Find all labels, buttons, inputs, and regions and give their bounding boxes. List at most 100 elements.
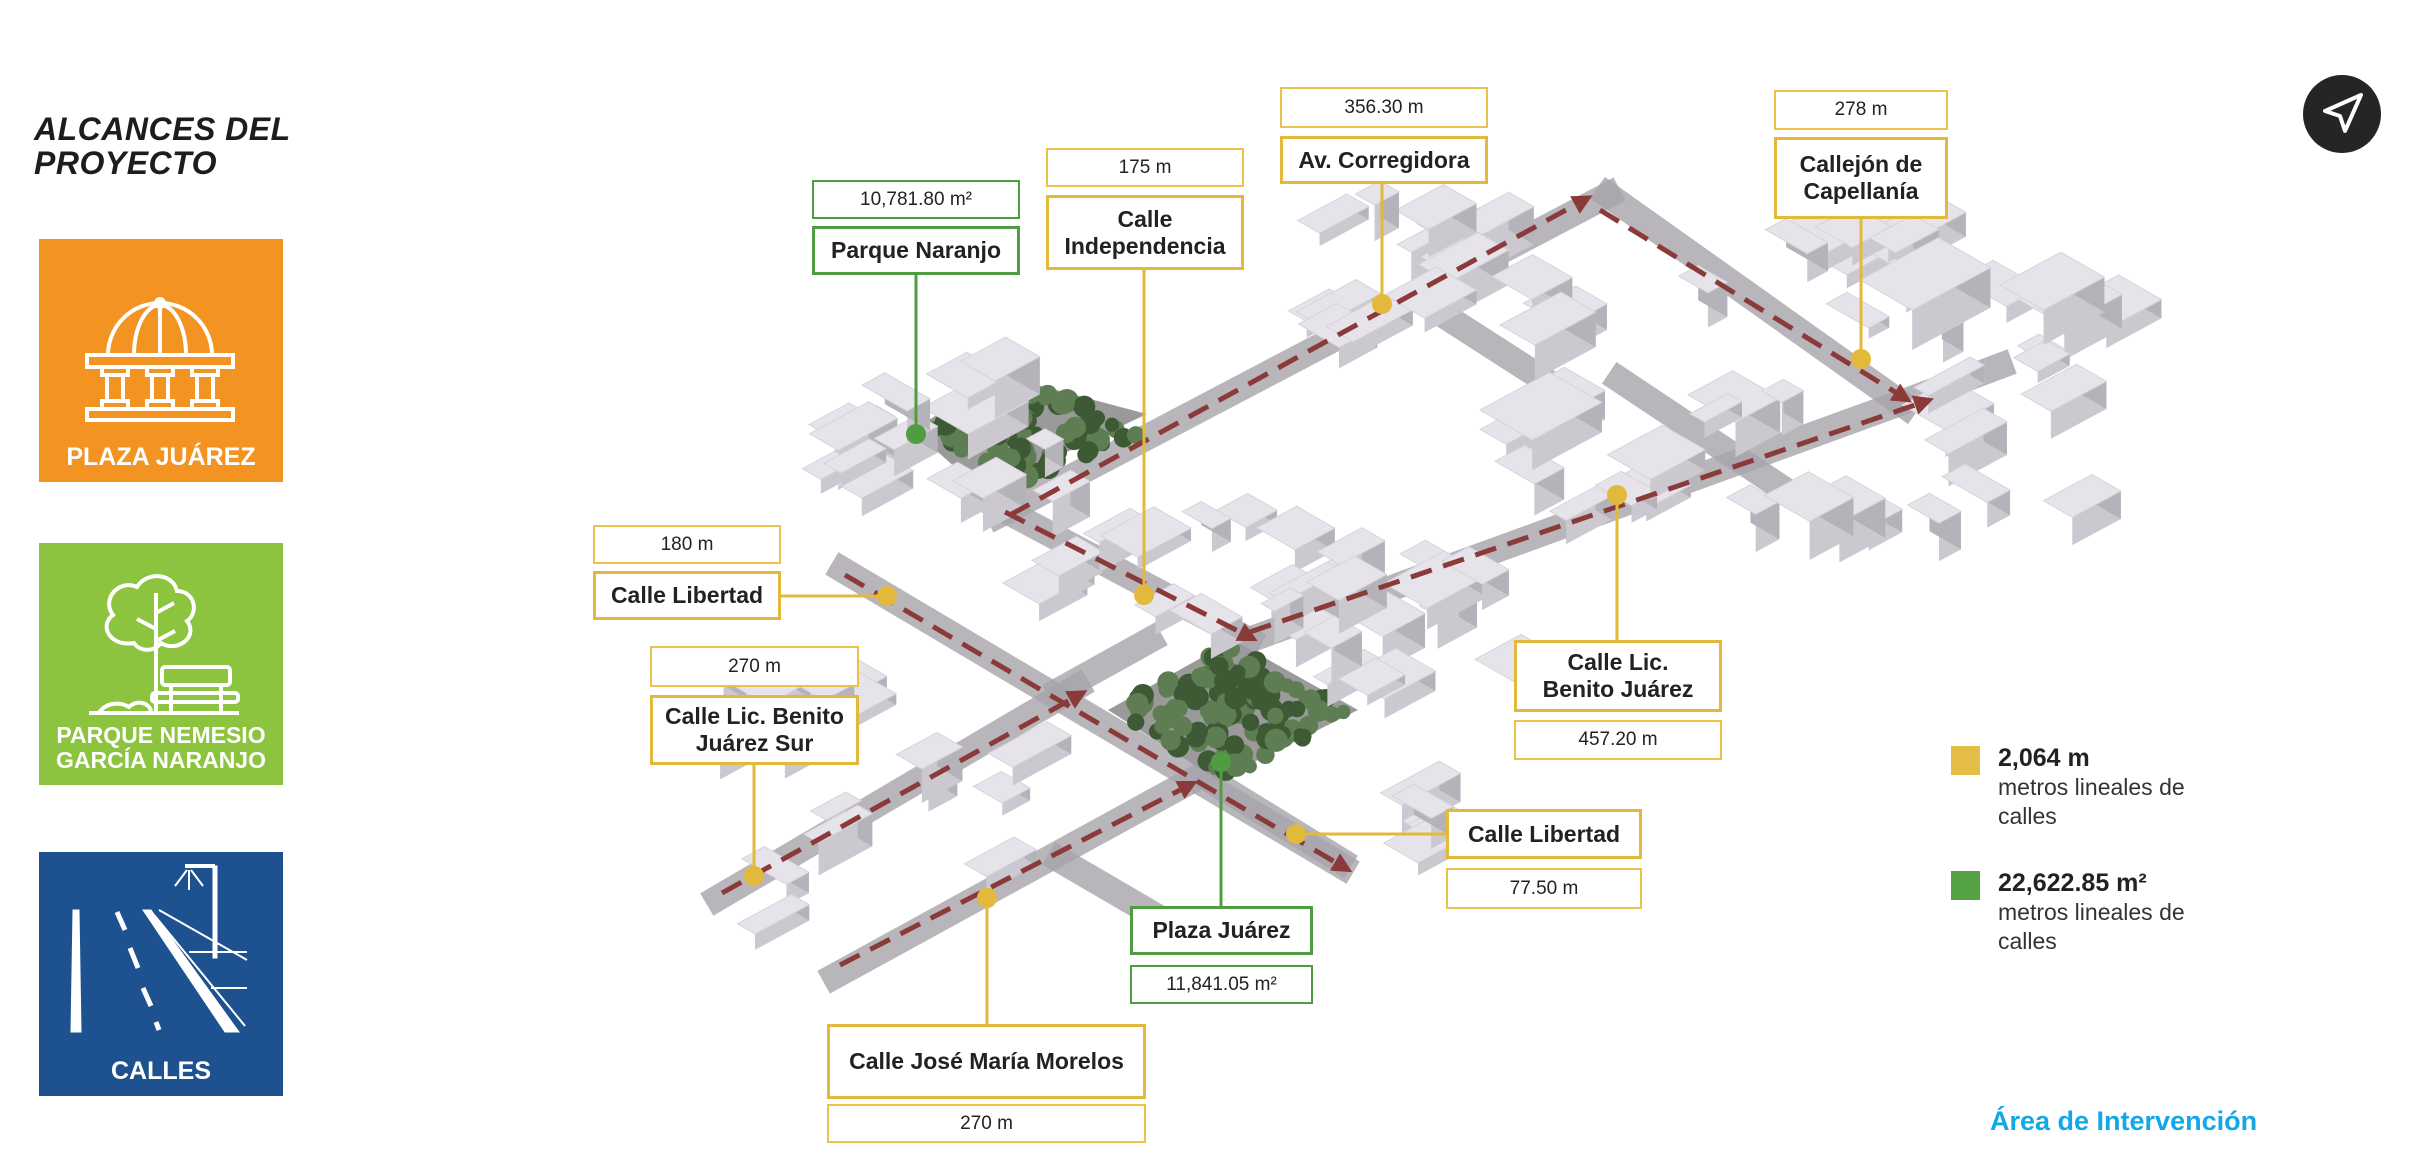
building <box>1688 392 1744 423</box>
title-line: PROYECTO <box>34 145 217 181</box>
building <box>1825 291 1891 329</box>
tile-parque-nemesio: PARQUE NEMESIO GARCÍA NARANJO <box>39 543 283 785</box>
tree <box>1264 728 1288 752</box>
tree <box>1127 713 1145 731</box>
tree <box>1160 730 1181 751</box>
building-side <box>2106 299 2162 349</box>
location-dot <box>744 866 764 886</box>
building <box>1941 463 2012 503</box>
location-dot <box>1607 485 1627 505</box>
location-dot <box>877 586 897 606</box>
building <box>1316 527 1386 566</box>
label-line: Independencia <box>1064 232 1226 259</box>
route-dashed-line <box>1249 402 1916 635</box>
tree <box>1204 707 1222 724</box>
area-title: Área de Intervención <box>1990 1106 2258 1136</box>
building <box>1858 237 1992 311</box>
label-line: Callejón de <box>1799 151 1923 177</box>
title-line: ALCANCES DEL <box>34 111 291 147</box>
building <box>963 836 1038 878</box>
building <box>823 438 888 474</box>
route-arrow-icon <box>1065 690 1088 709</box>
building <box>1764 217 1829 255</box>
capellania-label: Callejón de Capellanía <box>1774 137 1948 219</box>
location-dot <box>906 424 926 444</box>
building <box>1391 783 1454 819</box>
building-side <box>1928 365 1985 414</box>
tree <box>1215 704 1237 726</box>
building <box>1868 214 1940 254</box>
tree <box>1209 656 1229 676</box>
tile-label: PLAZA JUÁREZ <box>66 443 256 471</box>
building-side <box>1353 309 1413 358</box>
plaza-juarez-label: Plaza Juárez <box>1130 906 1313 955</box>
tree <box>1172 716 1193 736</box>
building <box>1913 356 1986 397</box>
building-side <box>861 470 914 517</box>
label-line: Capellanía <box>1803 178 1919 204</box>
building <box>987 721 1073 768</box>
tree <box>1104 417 1120 432</box>
legend-value: 22,622.85 m² <box>1998 869 2147 897</box>
tree <box>1126 426 1145 444</box>
building <box>1498 291 1597 346</box>
legend-swatch-green <box>1951 871 1980 900</box>
building <box>1923 407 2008 455</box>
label-line: Calle <box>1117 205 1173 232</box>
building <box>736 893 811 935</box>
corregidora-label: Av. Corregidora <box>1280 136 1488 184</box>
building-side <box>840 448 887 487</box>
building <box>895 731 964 770</box>
tree <box>1230 664 1246 680</box>
building <box>860 372 931 412</box>
tree <box>1188 721 1209 742</box>
benito-juarez-label: Calle Lic. Benito Juárez <box>1514 640 1722 712</box>
building <box>1025 428 1065 450</box>
route-dashed-line <box>1003 509 1242 635</box>
tree <box>1188 686 1209 708</box>
north-arrow-icon <box>2303 75 2381 153</box>
tree <box>1051 390 1075 415</box>
page-title: ALCANCES DEL PROYECTO <box>34 112 291 180</box>
tree <box>1256 745 1275 765</box>
route-arrow-icon <box>1889 383 1913 403</box>
tree <box>1287 681 1305 699</box>
benito-juarez-length: 457.20 m <box>1514 720 1722 760</box>
morelos-label: Calle José María Morelos <box>827 1024 1146 1099</box>
building <box>1998 251 2106 311</box>
building <box>1606 424 1707 480</box>
corregidora-length: 356.30 m <box>1280 87 1488 128</box>
route-arrow-icon <box>1235 623 1258 642</box>
building-side <box>1319 206 1369 247</box>
tree <box>1300 689 1321 710</box>
parque-naranjo-area: 10,781.80 m² <box>812 180 1020 219</box>
location-dot <box>1211 752 1231 772</box>
building <box>740 846 811 886</box>
tree <box>1154 718 1170 734</box>
building <box>809 791 863 821</box>
tree <box>1126 693 1144 712</box>
tree <box>1240 676 1264 700</box>
building <box>959 336 1041 382</box>
legend-desc: calles <box>1998 803 2057 829</box>
building <box>2042 473 2122 518</box>
legend-desc: metros lineales de <box>1998 774 2185 800</box>
street-lamp-road-icon <box>70 864 248 1033</box>
building <box>1181 500 1232 530</box>
legend-desc: calles <box>1998 928 2057 954</box>
gazebo-icon <box>85 297 235 422</box>
building <box>2020 363 2108 412</box>
building <box>1394 183 1478 230</box>
building-side <box>2037 354 2070 384</box>
tree <box>1296 728 1312 744</box>
libertad-norte-label: Calle Libertad <box>593 571 781 620</box>
route-arrow-icon <box>1570 195 1593 214</box>
tile-plaza-juarez: PLAZA JUÁREZ <box>39 239 283 482</box>
tile-label: PARQUE NEMESIO <box>56 722 266 748</box>
building-side <box>1012 735 1072 786</box>
label-line: Calle Lic. <box>1567 649 1669 675</box>
building <box>1354 180 1401 206</box>
street <box>1192 762 1358 878</box>
building <box>2012 339 2071 372</box>
